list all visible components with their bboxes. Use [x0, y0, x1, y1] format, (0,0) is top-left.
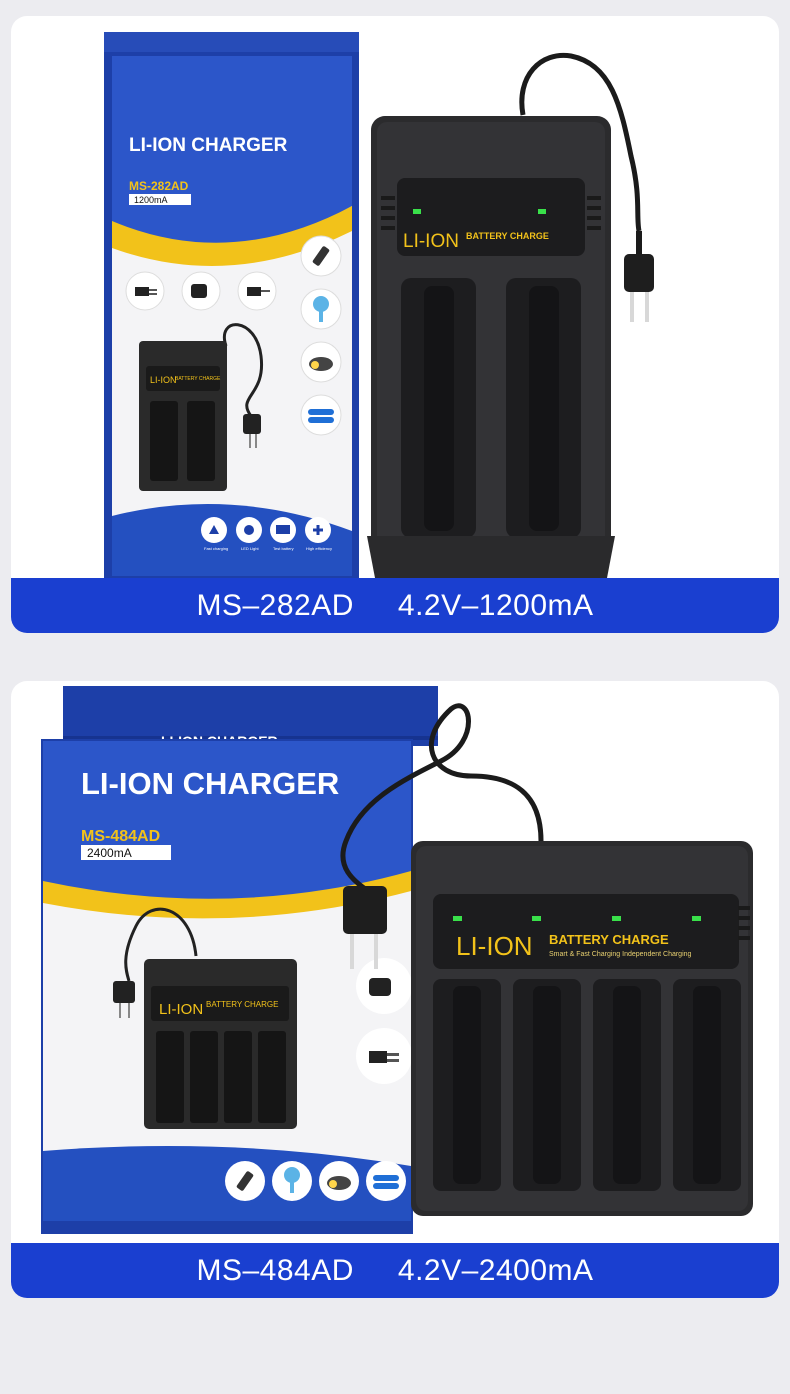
panel-brand: LI-ION: [403, 231, 459, 252]
plug-type-icons: [125, 271, 277, 311]
mini-charger-image: [113, 907, 297, 1129]
plug-type-icons: [356, 958, 412, 1084]
panel-text: BATTERY CHARGE: [466, 231, 549, 241]
panel-subtext: Smart & Fast Charging Independent Chargi…: [549, 951, 692, 958]
product-photo-ms-484ad: LI-ION CHARGER LI-ION CHARGER MS-484AD 2…: [41, 686, 753, 1234]
mini-panel-text: BATTERY CHARGE: [175, 376, 221, 382]
mini-charger-image: [139, 323, 264, 491]
box-model-badge: MS-282AD: [129, 179, 189, 193]
application-icons: [225, 1161, 406, 1201]
charger-2-slot: [367, 52, 654, 578]
band-spec: 4.2V–1200mA: [397, 588, 594, 622]
box-title: LI-ION CHARGER: [129, 135, 288, 156]
band-model: MS–282AD: [196, 588, 354, 622]
band-spec: 4.2V–2400mA: [397, 1253, 594, 1287]
band-model: MS–484AD: [196, 1253, 354, 1287]
feature-label-1: Fast charging: [204, 546, 228, 551]
mini-panel-brand: LI-ION: [150, 375, 177, 385]
box-capacity-badge: 2400mA: [87, 846, 132, 860]
retail-box-back: [63, 686, 438, 746]
spec-band: MS–484AD 4.2V–2400mA: [11, 1243, 779, 1298]
spec-band: MS–282AD 4.2V–1200mA: [11, 578, 779, 633]
feature-label-2: LED Light: [241, 546, 259, 551]
box-capacity-badge: 1200mA: [134, 195, 168, 205]
product-card-ms-484ad[interactable]: LI-ION CHARGER LI-ION CHARGER MS-484AD 2…: [11, 681, 779, 1298]
mini-panel-brand: LI-ION: [159, 1001, 203, 1018]
feature-label-4: High efficiency: [306, 546, 332, 551]
feature-icons: [201, 517, 331, 543]
application-icons: [300, 235, 342, 436]
mini-panel-text: BATTERY CHARGE: [206, 1000, 278, 1009]
product-photo-ms-282ad: LI-ION CHARGER MS-282AD 1200mA: [104, 32, 654, 580]
product-card-ms-282ad[interactable]: LI-ION CHARGER MS-282AD 1200mA: [11, 16, 779, 633]
charger-4-slot: [340, 703, 753, 1216]
box-model-badge: MS-484AD: [81, 828, 160, 845]
panel-brand: LI-ION: [456, 931, 533, 961]
panel-text: BATTERY CHARGE: [549, 932, 669, 947]
box-title: LI-ION CHARGER: [81, 766, 339, 801]
feature-label-3: Test battery: [273, 546, 294, 551]
